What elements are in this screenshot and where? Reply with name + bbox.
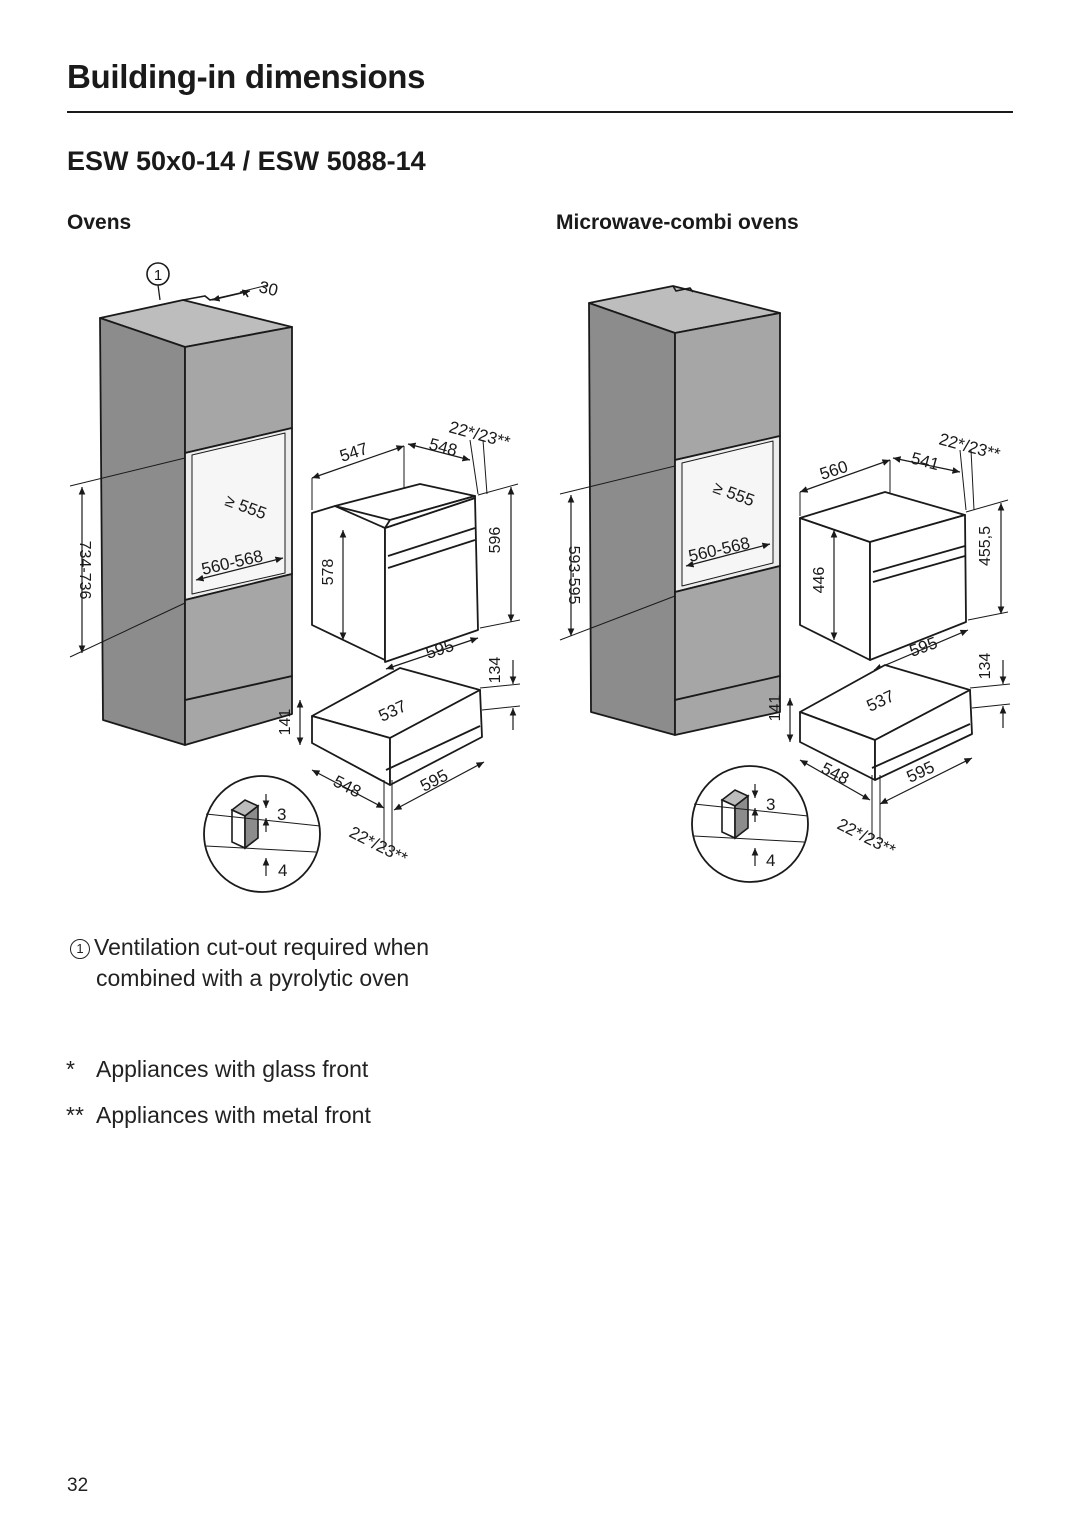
dim-mw-drawer-front-offset: 22*/23**: [834, 815, 899, 860]
dim-vent: 30: [257, 277, 280, 300]
detail-gap-left: [203, 775, 321, 893]
dim-drawer-body-depth: 548: [330, 772, 364, 802]
dim-drawer-front-offset: 22*/23**: [346, 823, 411, 868]
dim-oven-body-depth: 548: [427, 435, 459, 461]
ovens-cabinet: [99, 299, 293, 746]
dim-oven-body-height: 578: [320, 559, 337, 586]
dim-gap-top-left: 3: [277, 805, 286, 824]
microwave-combi-heading: Microwave-combi ovens: [556, 211, 799, 234]
dim-mw-body-height: 446: [811, 567, 828, 594]
footnote-text-metal: Appliances with metal front: [96, 1102, 371, 1128]
footnote-text-glass: Appliances with glass front: [96, 1056, 369, 1082]
dim-mw-body-depth: 541: [909, 449, 941, 475]
dim-mw-height: 455,5: [977, 526, 994, 566]
dim-gap-bottom-right: 4: [766, 851, 775, 870]
callout-text-line2: combined with a pyrolytic oven: [96, 965, 410, 991]
detail-gap-right: [691, 765, 809, 883]
title-divider: [67, 111, 1013, 113]
dim-gap-bottom-left: 4: [278, 861, 287, 880]
dim-niche-height: 734-736: [76, 541, 93, 600]
dim-mw-drawer-height: 141: [767, 695, 784, 722]
microwave-cabinet: [588, 285, 781, 736]
dim-drawer-height: 141: [277, 709, 294, 736]
page-number: 32: [67, 1475, 89, 1496]
building-in-diagram: 1 30 ≥ 555 560-568 734-736 547 548 22*/2…: [69, 262, 1011, 893]
footnote-mark-glass: *: [66, 1056, 75, 1082]
dim-oven-height: 596: [487, 527, 504, 554]
warming-drawer: [311, 667, 483, 786]
dim-niche-height-mw: 593-595: [565, 546, 582, 605]
footnote-glass: * Appliances with glass front: [66, 1054, 368, 1085]
dim-drawer-width: 595: [417, 766, 451, 796]
oven-appliance: [311, 483, 479, 663]
callout-number: 1: [70, 939, 90, 959]
dim-mw-front-offset: 22*/23**: [937, 430, 1003, 465]
callout-1-label: 1: [154, 267, 162, 284]
footnote-mark-metal: **: [66, 1102, 84, 1128]
dim-drawer-height-total: 134: [487, 657, 504, 684]
dim-mw-drawer-height-total: 134: [977, 653, 994, 680]
ovens-heading: Ovens: [67, 211, 132, 234]
page-title: Building-in dimensions: [67, 58, 426, 95]
footnote-metal: ** Appliances with metal front: [66, 1100, 371, 1131]
dim-gap-top-right: 3: [766, 795, 775, 814]
dim-oven-depth: 547: [337, 439, 370, 466]
dim-mw-depth: 560: [817, 457, 850, 484]
model-heading: ESW 50x0-14 / ESW 5088-14: [67, 146, 426, 176]
callout-text-line1: Ventilation cut-out required when: [94, 934, 429, 960]
